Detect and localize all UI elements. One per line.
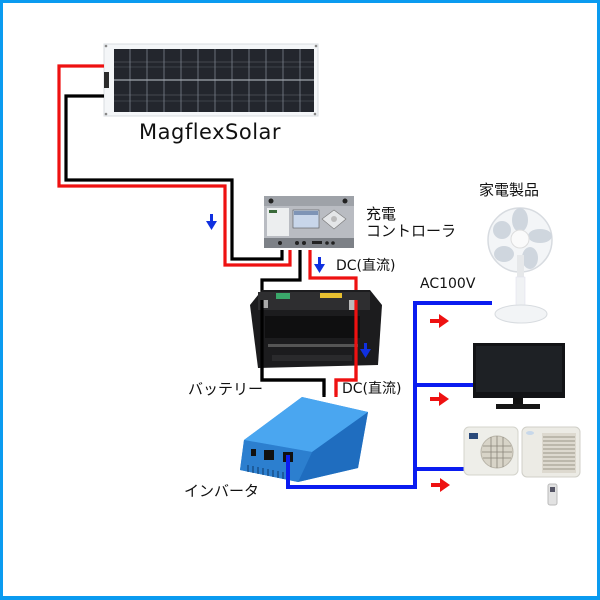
charge-controller-label-line1: 充電 <box>366 205 397 223</box>
ac-arrow-fan-icon <box>430 314 449 328</box>
dc-arrow-battery-icon <box>360 343 371 358</box>
ac-main-wire <box>286 301 492 489</box>
solar-negative-wire <box>64 94 284 261</box>
battery <box>250 290 382 368</box>
inverter <box>240 397 368 482</box>
ac-arrows <box>430 314 450 492</box>
inverter-dc-wires <box>260 370 358 397</box>
ac-wires <box>286 301 492 489</box>
dc-label-controller: DC(直流) <box>336 258 396 274</box>
inverter-negative-wire <box>260 370 326 397</box>
fan <box>487 207 553 324</box>
dc-arrows <box>206 214 371 358</box>
charge-controller-label-line2: コントローラ <box>366 222 457 240</box>
solar-panel <box>103 43 319 117</box>
battery-label: バッテリー <box>188 380 264 398</box>
inverter-positive-wire <box>334 372 358 397</box>
ac-arrow-aircon-icon <box>431 478 450 492</box>
ac-voltage-label: AC100V <box>420 276 476 292</box>
dc-label-battery: DC(直流) <box>342 381 402 397</box>
solar-positive-wire <box>57 64 292 267</box>
ac-arrow-tv-icon <box>430 392 449 406</box>
inverter-label: インバータ <box>184 482 260 500</box>
appliances-label: 家電製品 <box>479 181 540 199</box>
dc-arrow-controller-icon <box>314 257 325 273</box>
solar-panel-label: MagflexSolar <box>139 120 282 144</box>
dc-arrow-solar-icon <box>206 214 217 230</box>
air-conditioner <box>463 426 581 506</box>
charge-controller <box>264 196 354 248</box>
tv <box>473 343 565 409</box>
solar-wires <box>57 64 292 267</box>
